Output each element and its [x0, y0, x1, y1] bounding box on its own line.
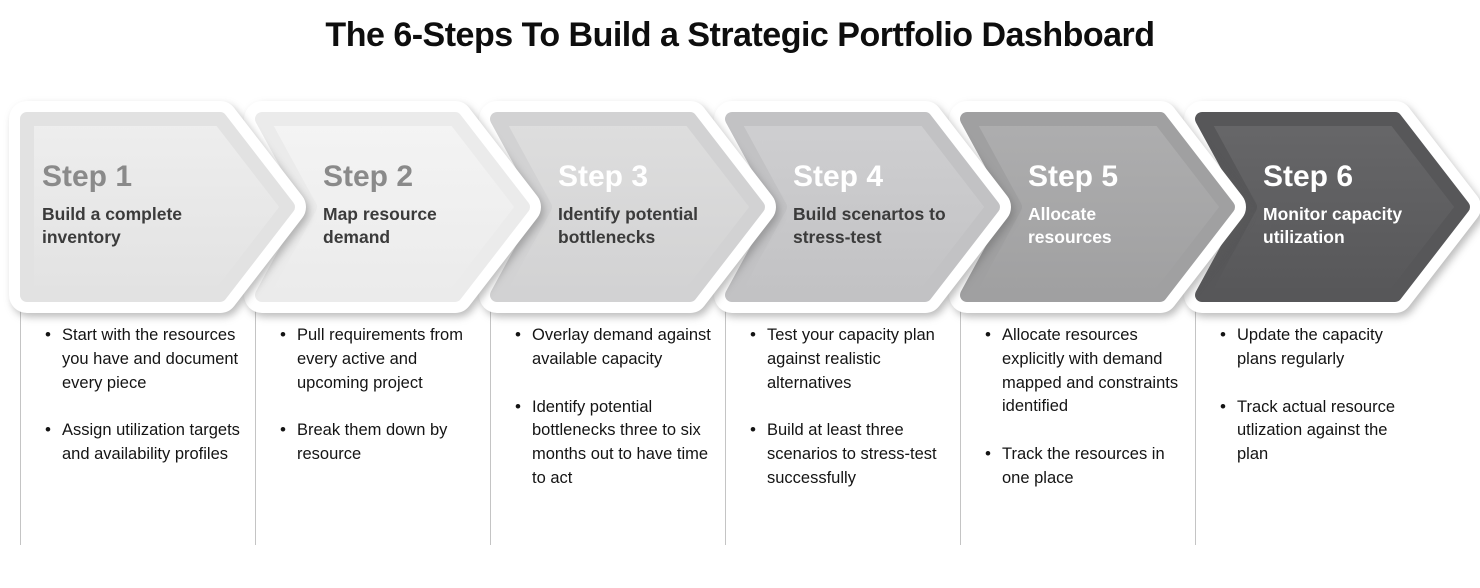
bullet-text: Allocate resources explicitly with deman… — [1002, 326, 1179, 416]
bullet-text: Break them down by resource — [297, 421, 448, 463]
step-header: Step 6 Monitor capacity utilization — [1195, 112, 1430, 302]
bullet-item: Pull requirements from every active and … — [280, 323, 479, 395]
step-header: Step 4 Build scenartos to stress-test — [725, 112, 960, 302]
bullet-text: Start with the resources you have and do… — [62, 326, 239, 392]
bullet-item: Start with the resources you have and do… — [45, 323, 244, 395]
page-title: The 6-Steps To Build a Strategic Portfol… — [325, 16, 1155, 54]
bullet-text: Test your capacity plan against realisti… — [767, 326, 935, 392]
step-column-2: Step 2 Map resource demand Pull requirem… — [244, 0, 541, 588]
bullet-list: Test your capacity plan against realisti… — [725, 302, 960, 545]
step-label: Step 6 — [1263, 160, 1354, 193]
bullet-text: Build at least three scenarios to stress… — [767, 421, 937, 487]
step-header: Step 5 Allocate resources — [960, 112, 1195, 302]
step-arrow-shape — [1184, 101, 1480, 313]
bullet-text: Identify potential bottlenecks three to … — [532, 397, 709, 487]
bullet-item: Update the capacity plans regularly — [1220, 323, 1419, 372]
bullet-item: Test your capacity plan against realisti… — [750, 323, 949, 395]
bullet-list: Start with the resources you have and do… — [20, 302, 255, 545]
bullet-text: Overlay demand against available capacit… — [532, 326, 711, 368]
bullet-text: Update the capacity plans regularly — [1237, 326, 1383, 368]
step-subtitle: Monitor capacity utilization — [1263, 204, 1403, 247]
bullet-list: Allocate resources explicitly with deman… — [960, 302, 1195, 545]
step-header: Step 3 Identify potential bottlenecks — [490, 112, 725, 302]
step-arrow-shape — [714, 101, 1011, 313]
bullet-item: Track actual resource utlization against… — [1220, 394, 1419, 467]
step-column-4: Step 4 Build scenartos to stress-test Te… — [714, 0, 1011, 588]
bullet-item: Overlay demand against available capacit… — [515, 323, 714, 372]
bullet-list: Update the capacity plans regularly Trac… — [1195, 302, 1430, 545]
step-subtitle: Map resource demand — [323, 204, 437, 247]
bullet-text: Track actual resource utlization against… — [1237, 397, 1396, 464]
bullet-list: Overlay demand against available capacit… — [490, 302, 725, 545]
step-label: Step 3 — [558, 160, 649, 193]
step-label: Step 4 — [793, 160, 884, 193]
step-column-3: Step 3 Identify potential bottlenecks Ov… — [479, 0, 776, 588]
step-subtitle: Allocate resources — [1028, 204, 1112, 247]
bullet-text: Pull requirements from every active and … — [297, 326, 463, 392]
bullet-text: Assign utilization targets and availabil… — [62, 421, 240, 463]
step-column-5: Step 5 Allocate resources Allocate resou… — [949, 0, 1246, 588]
bullet-item: Build at least three scenarios to stress… — [750, 418, 949, 490]
bullet-list: Pull requirements from every active and … — [255, 302, 490, 545]
step-label: Step 5 — [1028, 160, 1119, 193]
step-label: Step 2 — [323, 160, 414, 193]
bullet-text: Track the resources in one place — [1002, 445, 1165, 487]
step-subtitle: Identify potential bottlenecks — [558, 204, 698, 247]
step-label: Step 1 — [42, 160, 133, 193]
step-header: Step 2 Map resource demand — [255, 112, 490, 302]
bullet-item: Break them down by resource — [280, 418, 479, 467]
bullet-item: Assign utilization targets and availabil… — [45, 418, 244, 467]
step-subtitle: Build scenartos to stress-test — [793, 204, 946, 247]
step-header: Step 1 Build a complete inventory — [20, 112, 255, 302]
step-arrow-shape — [949, 101, 1246, 313]
step-arrow-shape — [244, 101, 541, 313]
step-subtitle: Build a complete inventory — [42, 204, 183, 247]
step-arrow-shape — [9, 101, 306, 313]
step-column-1: Step 1 Build a complete inventory Start … — [9, 0, 306, 588]
step-column-6: Step 6 Monitor capacity utilization Upda… — [1184, 0, 1480, 588]
bullet-item: Track the resources in one place — [985, 442, 1184, 491]
step-arrow-shape — [479, 101, 776, 313]
bullet-item: Allocate resources explicitly with deman… — [985, 323, 1184, 419]
bullet-item: Identify potential bottlenecks three to … — [515, 395, 714, 491]
